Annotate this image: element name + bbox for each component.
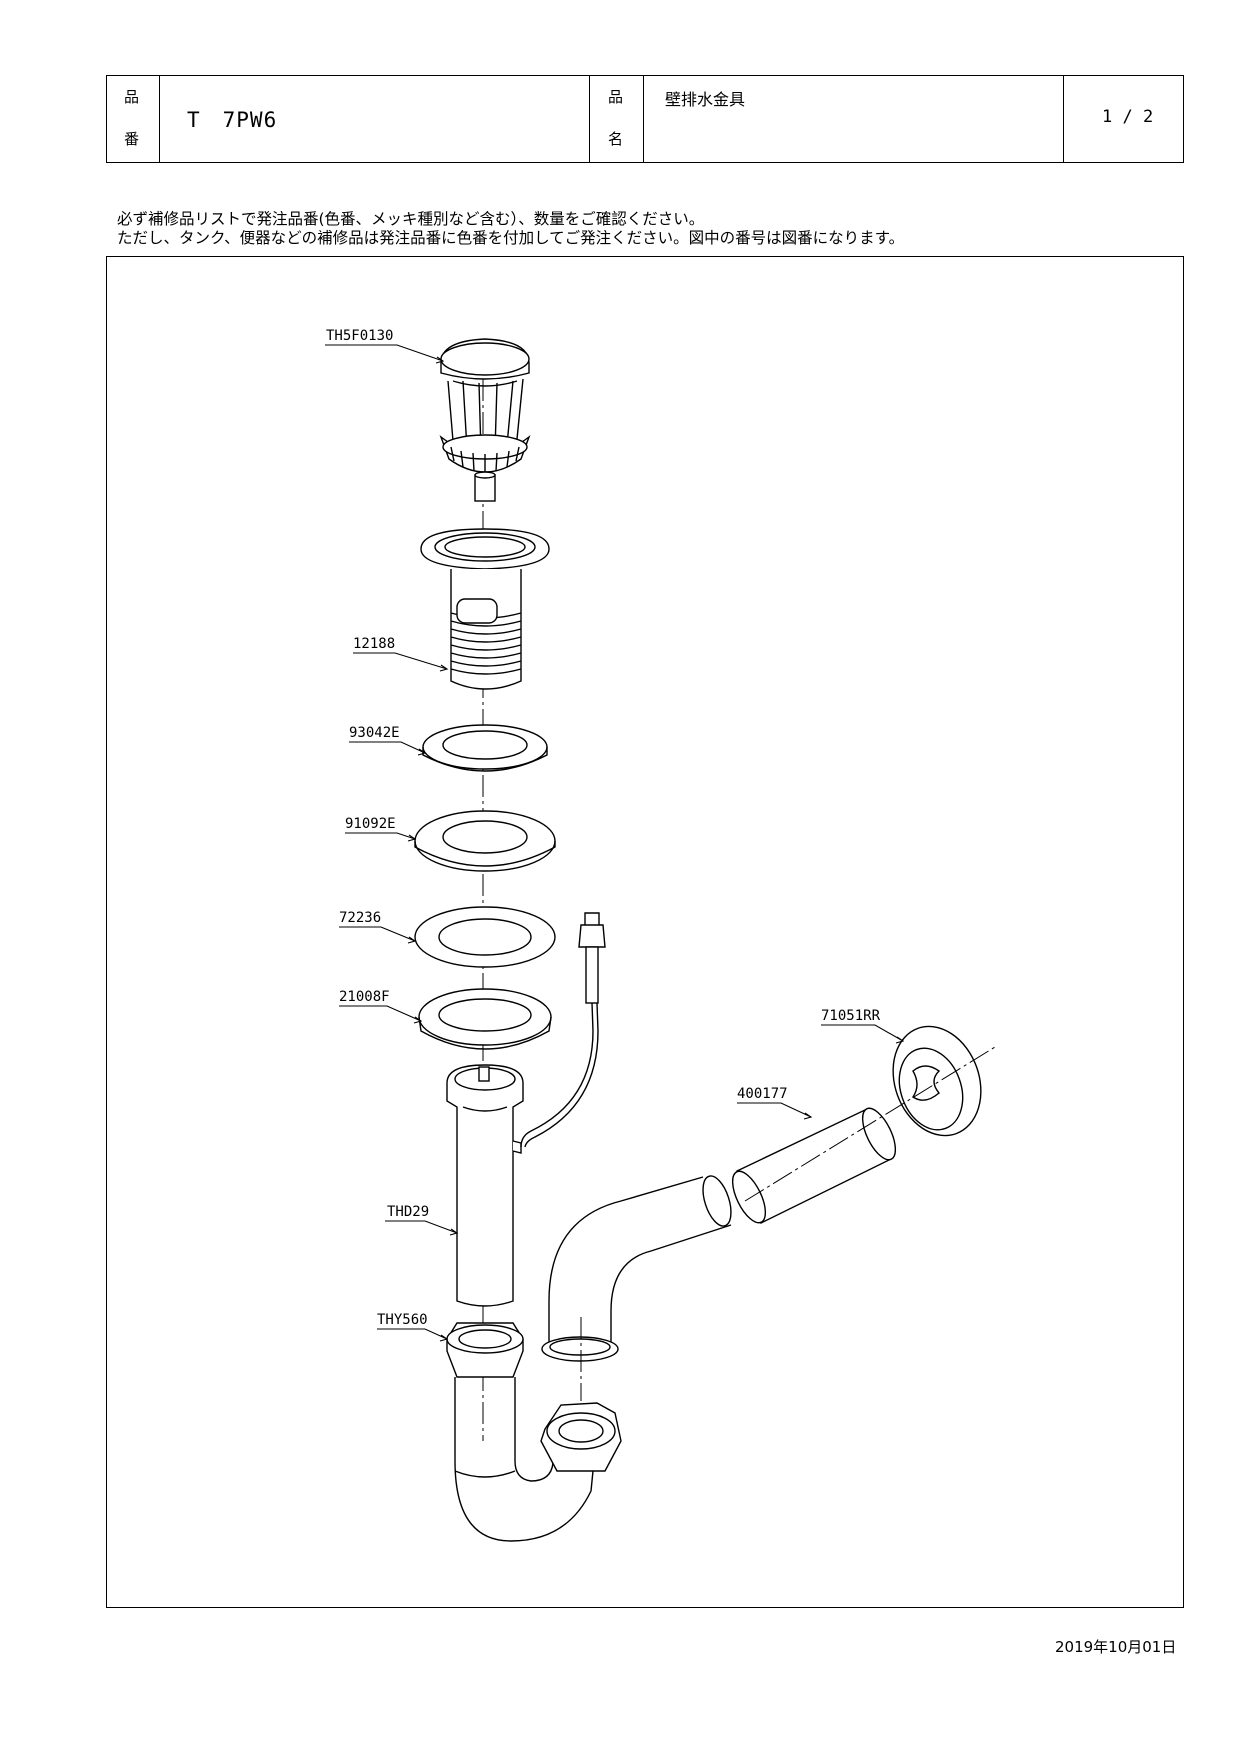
title-block: 品 番 T 7PW6 品 名 壁排水金具 1 / 2 <box>106 75 1184 163</box>
flat-ring-part <box>414 906 556 968</box>
slip-nut-part <box>446 1322 524 1378</box>
wall-flange-part <box>892 1025 982 1137</box>
label-ban: 番 <box>124 130 140 148</box>
label-part-10: 400177 <box>737 1086 788 1102</box>
label-part-4: 91092E <box>345 816 396 832</box>
label-part-3: 93042E <box>349 725 400 741</box>
issue-date: 2019年10月01日 <box>1055 1638 1177 1656</box>
part-number: T 7PW6 <box>187 108 278 132</box>
exploded-diagram: TH5F0130 12188 93042E 91092E 72236 21008… <box>325 328 996 1542</box>
note-line-1: 必ず補修品リストで発注品番(色番、メッキ種別など含む）、数量をご確認ください。 <box>117 210 705 228</box>
label-part-1: TH5F0130 <box>326 328 393 344</box>
drawing-frame: TH5F0130 12188 93042E 91092E 72236 21008… <box>106 256 1184 1608</box>
divider <box>159 76 160 162</box>
label-part-5: 72236 <box>339 910 381 926</box>
elbow-pipe-part <box>541 1175 732 1362</box>
label-hin-2: 品 <box>608 88 624 106</box>
divider <box>643 76 644 162</box>
p-trap-part <box>454 1377 622 1542</box>
popup-cable <box>520 912 606 1148</box>
tail-pipe-part <box>446 1064 524 1307</box>
washer-part <box>414 810 556 872</box>
stopper-part <box>439 338 531 502</box>
label-part-6: 21008F <box>339 989 390 1005</box>
label-part-9: 71051RR <box>821 1008 881 1024</box>
leaders <box>325 344 905 1342</box>
divider <box>1063 76 1064 162</box>
page-number: 1 / 2 <box>1102 107 1154 127</box>
label-part-8: THY560 <box>377 1312 428 1328</box>
label-hin: 品 <box>124 88 140 106</box>
gasket-part <box>422 724 548 772</box>
label-part-7: THD29 <box>387 1204 429 1220</box>
product-name: 壁排水金具 <box>665 90 746 109</box>
label-part-2: 12188 <box>353 636 395 652</box>
straight-pipe-part <box>731 1107 897 1224</box>
label-mei: 名 <box>608 130 624 148</box>
divider <box>589 76 590 162</box>
lock-nut-part <box>418 988 552 1050</box>
drain-body-part <box>420 528 550 690</box>
note-line-2: ただし、タンク、便器などの補修品は発注品番に色番を付加してご発注ください。図中の… <box>117 229 905 247</box>
